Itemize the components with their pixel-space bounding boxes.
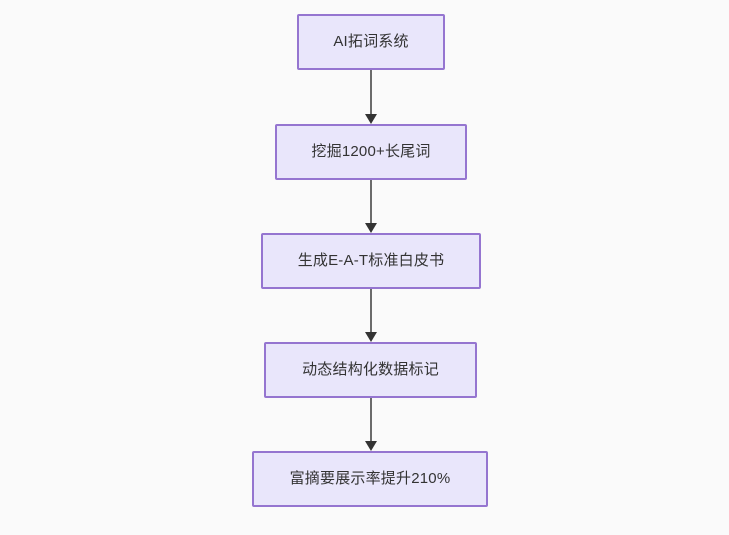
arrowhead-icon bbox=[365, 114, 377, 124]
flow-node-label: 挖掘1200+长尾词 bbox=[311, 143, 431, 160]
flow-node-mine-longtail-keywords[interactable]: 挖掘1200+长尾词 bbox=[275, 124, 467, 180]
arrowhead-icon bbox=[365, 441, 377, 451]
flow-edge-1 bbox=[365, 70, 377, 124]
flow-node-label: 富摘要展示率提升210% bbox=[289, 470, 451, 487]
flow-node-rich-snippet-impression-lift[interactable]: 富摘要展示率提升210% bbox=[252, 451, 488, 507]
arrowhead-icon bbox=[365, 332, 377, 342]
flow-node-dynamic-structured-data-markup[interactable]: 动态结构化数据标记 bbox=[264, 342, 477, 398]
flow-node-label: 生成E-A-T标准白皮书 bbox=[297, 252, 445, 269]
flow-edge-2 bbox=[365, 180, 377, 233]
flow-edge-3 bbox=[365, 289, 377, 342]
flow-node-ai-keyword-system[interactable]: AI拓词系统 bbox=[297, 14, 445, 70]
arrowhead-icon bbox=[365, 223, 377, 233]
flow-node-label: 动态结构化数据标记 bbox=[302, 361, 439, 378]
flow-edge-4 bbox=[365, 398, 377, 451]
flow-node-generate-eat-whitepaper[interactable]: 生成E-A-T标准白皮书 bbox=[261, 233, 481, 289]
flow-node-label: AI拓词系统 bbox=[333, 33, 409, 50]
